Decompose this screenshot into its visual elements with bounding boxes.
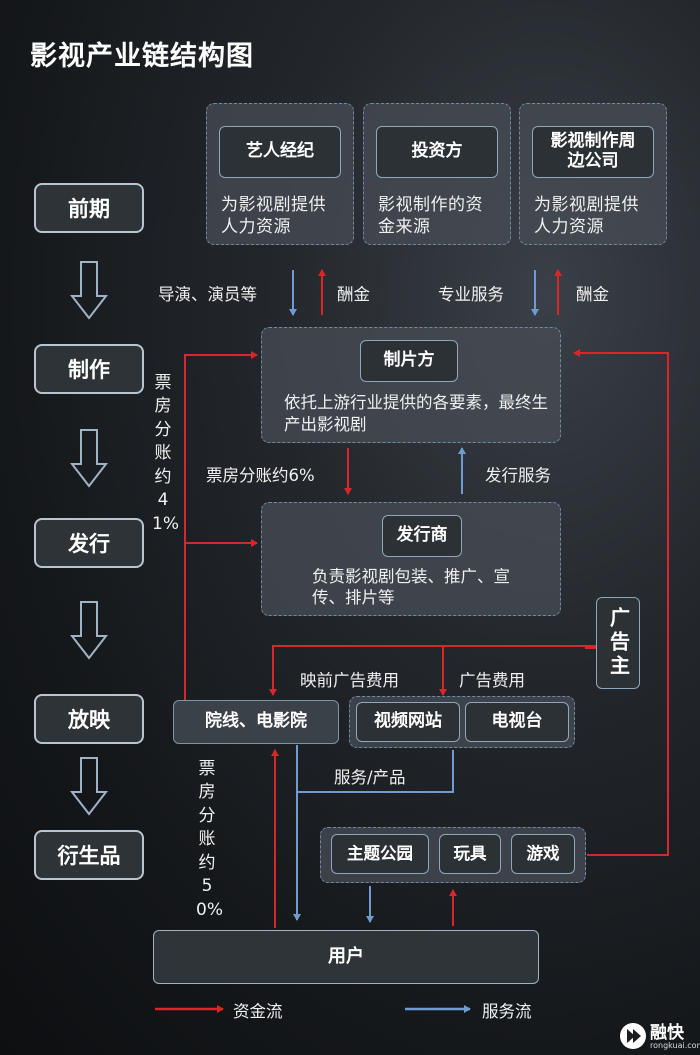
- distribution-service-label: 发行服务: [485, 466, 551, 485]
- box-share-41-label: 票房分账约41%: [152, 373, 179, 534]
- rongkuai-logo: 融快 rongkuai.com: [618, 1018, 700, 1054]
- logo-mark-icon: [620, 1023, 646, 1049]
- video-site-box: 视频网站: [356, 702, 460, 742]
- directors-actors-label: 导演、演员等: [158, 285, 257, 304]
- page-title: 影视产业链结构图: [30, 41, 254, 72]
- distributor-box: 发行商 负责影视剧包装、推广、宣传、排片等: [261, 502, 561, 616]
- talent-agency-title: 艺人经纪: [219, 126, 341, 178]
- producer-title: 制片方: [360, 340, 458, 382]
- tv-station-box: 电视台: [465, 702, 569, 742]
- stage-down-arrows: [69, 261, 109, 816]
- production-services-desc: 为影视剧提供人力资源: [534, 195, 639, 238]
- logo-brand-text: 融快: [650, 1023, 684, 1043]
- box-share-50-label: 票房分账约50%: [196, 759, 223, 920]
- stage-derivatives: 衍生品: [34, 830, 144, 880]
- stage-production: 制作: [34, 344, 144, 394]
- stage-distribution: 发行: [34, 518, 144, 568]
- talent-agency-desc: 为影视剧提供人力资源: [221, 195, 326, 238]
- production-services-title: 影视制作周边公司: [532, 126, 654, 178]
- advertiser-box: 广告主: [596, 597, 640, 689]
- pre-ad-fee-label: 映前广告费用: [300, 671, 399, 690]
- stage-screening: 放映: [34, 694, 144, 744]
- money-flow-legend: 资金流: [233, 1002, 283, 1021]
- fee-label-2: 酬金: [576, 285, 609, 304]
- games-box: 游戏: [511, 834, 575, 874]
- ad-fee-label: 广告费用: [459, 671, 525, 690]
- fee-label-1: 酬金: [337, 285, 370, 304]
- media-group-box: 视频网站 电视台: [349, 696, 575, 748]
- production-services-box: 影视制作周边公司 为影视剧提供人力资源: [519, 103, 667, 245]
- box-share-6-label: 票房分账约6%: [206, 466, 315, 485]
- service-flow-legend: 服务流: [482, 1002, 532, 1021]
- distributor-desc: 负责影视剧包装、推广、宣传、排片等: [312, 567, 510, 608]
- investor-box: 投资方 影视制作的资金来源: [363, 103, 511, 245]
- cinemas-box: 院线、电影院: [173, 700, 339, 744]
- distributor-title: 发行商: [382, 515, 462, 557]
- stage-preproduction: 前期: [34, 183, 144, 233]
- service-product-label: 服务/产品: [334, 768, 406, 787]
- theme-park-box: 主题公园: [331, 834, 429, 874]
- talent-agency-box: 艺人经纪 为影视剧提供人力资源: [206, 103, 354, 245]
- toys-box: 玩具: [439, 834, 501, 874]
- logo-url-text: rongkuai.com: [650, 1041, 700, 1050]
- pro-service-label: 专业服务: [438, 285, 504, 304]
- investor-desc: 影视制作的资金来源: [378, 195, 483, 238]
- derivatives-group-box: 主题公园 玩具 游戏: [320, 827, 586, 883]
- producer-box: 制片方 依托上游行业提供的各要素，最终生产出影视剧: [261, 327, 561, 443]
- user-box: 用户: [153, 930, 539, 984]
- producer-desc: 依托上游行业提供的各要素，最终生产出影视剧: [284, 393, 548, 434]
- investor-title: 投资方: [376, 126, 498, 178]
